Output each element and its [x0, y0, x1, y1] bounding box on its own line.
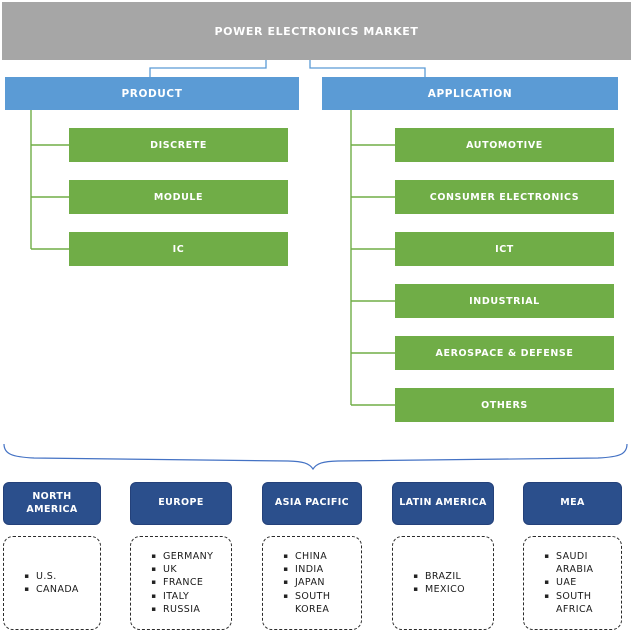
list-item: ▪ U.S. — [18, 570, 96, 583]
region-latin-america: LATIN AMERICA — [392, 482, 494, 525]
leaf-ic: IC — [69, 232, 288, 266]
leaf-aerospace-defense: AEROSPACE & DEFENSE — [395, 336, 614, 370]
country-label: FRANCE — [163, 577, 204, 589]
square-bullet-icon: ▪ — [283, 565, 289, 574]
country-list-europe: ▪ GERMANY ▪ UK ▪ FRANCE ▪ ITALY ▪ RUSSIA — [130, 536, 232, 630]
region-label: LATIN AMERICA — [399, 497, 487, 509]
list-item: ▪ ITALY — [145, 590, 227, 603]
square-bullet-icon: ▪ — [544, 551, 550, 560]
country-label: SOUTH KOREA — [295, 590, 331, 615]
branch-application: APPLICATION — [322, 77, 618, 110]
region-label: MEA — [560, 497, 585, 509]
diagram-title: POWER ELECTRONICS MARKET — [214, 24, 419, 38]
list-item: ▪ CHINA — [277, 550, 357, 563]
leaf-label: DISCRETE — [150, 139, 207, 151]
leaf-label: IC — [172, 243, 185, 255]
country-label: JAPAN — [295, 577, 325, 589]
root-to-product-connector — [149, 60, 267, 77]
country-label: ITALY — [163, 590, 190, 602]
list-item: ▪ UAE — [538, 576, 617, 589]
country-label: U.S. — [36, 570, 57, 582]
country-list-asia-pacific: ▪ CHINA ▪ INDIA ▪ JAPAN ▪ SOUTH KOREA — [262, 536, 362, 630]
country-label: RUSSIA — [163, 603, 201, 615]
regions-brace-icon — [3, 443, 628, 471]
leaf-label: AEROSPACE & DEFENSE — [435, 347, 574, 359]
square-bullet-icon: ▪ — [283, 578, 289, 587]
country-list-mea: ▪ SAUDI ARABIA ▪ UAE ▪ SOUTH AFRICA — [523, 536, 622, 630]
square-bullet-icon: ▪ — [151, 578, 157, 587]
leaf-others: OTHERS — [395, 388, 614, 422]
country-label: SAUDI ARABIA — [556, 550, 594, 576]
region-label: EUROPE — [158, 497, 204, 509]
leaf-label: INDUSTRIAL — [469, 295, 540, 307]
square-bullet-icon: ▪ — [283, 551, 289, 560]
square-bullet-icon: ▪ — [413, 571, 419, 580]
square-bullet-icon: ▪ — [283, 591, 289, 600]
square-bullet-icon: ▪ — [24, 585, 30, 593]
country-list-north-america: ▪ U.S. ▪ CANADA — [3, 536, 101, 630]
list-item: ▪ JAPAN — [277, 576, 357, 589]
leaf-label: ICT — [495, 243, 514, 255]
region-north-america: NORTH AMERICA — [3, 482, 101, 525]
country-list-latin-america: ▪ BRAZIL ▪ MEXICO — [392, 536, 494, 630]
leaf-label: AUTOMOTIVE — [466, 139, 543, 151]
region-europe: EUROPE — [130, 482, 232, 525]
country-label: CHINA — [295, 550, 328, 562]
square-bullet-icon: ▪ — [151, 565, 157, 574]
leaf-industrial: INDUSTRIAL — [395, 284, 614, 318]
root-to-application-connector — [309, 60, 426, 77]
root-title-box: POWER ELECTRONICS MARKET — [2, 2, 631, 60]
list-item: ▪ CANADA — [18, 583, 96, 596]
country-label: UK — [163, 564, 177, 576]
list-item: ▪ SOUTH KOREA — [277, 590, 357, 617]
square-bullet-icon: ▪ — [544, 578, 550, 587]
square-bullet-icon: ▪ — [544, 591, 550, 600]
country-label: BRAZIL — [425, 570, 462, 582]
leaf-label: OTHERS — [481, 399, 528, 411]
leaf-label: MODULE — [153, 191, 204, 203]
list-item: ▪ FRANCE — [145, 576, 227, 589]
branch-application-label: APPLICATION — [427, 87, 513, 100]
application-tree-connector — [350, 110, 395, 406]
leaf-label: CONSUMER ELECTRONICS — [429, 191, 580, 203]
list-item: ▪ RUSSIA — [145, 603, 227, 616]
country-label: MEXICO — [425, 584, 466, 595]
list-item: ▪ MEXICO — [407, 583, 489, 596]
list-item: ▪ UK — [145, 563, 227, 576]
list-item: ▪ SAUDI ARABIA — [538, 550, 617, 577]
country-label: GERMANY — [163, 550, 214, 562]
region-label: ASIA PACIFIC — [274, 497, 350, 509]
leaf-ict: ICT — [395, 232, 614, 266]
list-item: ▪ INDIA — [277, 563, 357, 576]
list-item: ▪ BRAZIL — [407, 570, 489, 583]
list-item: ▪ GERMANY — [145, 550, 227, 563]
region-label: NORTH AMERICA — [26, 491, 78, 515]
square-bullet-icon: ▪ — [151, 604, 157, 613]
square-bullet-icon: ▪ — [24, 571, 30, 580]
square-bullet-icon: ▪ — [413, 585, 419, 593]
square-bullet-icon: ▪ — [151, 551, 157, 560]
region-mea: MEA — [523, 482, 622, 525]
leaf-consumer-electronics: CONSUMER ELECTRONICS — [395, 180, 614, 214]
branch-product-label: PRODUCT — [121, 87, 183, 100]
square-bullet-icon: ▪ — [151, 591, 157, 600]
leaf-module: MODULE — [69, 180, 288, 214]
country-label: UAE — [556, 577, 577, 589]
country-label: SOUTH AFRICA — [556, 590, 593, 615]
list-item: ▪ SOUTH AFRICA — [538, 590, 617, 617]
region-asia-pacific: ASIA PACIFIC — [262, 482, 362, 525]
branch-product: PRODUCT — [5, 77, 299, 110]
country-label: CANADA — [36, 584, 79, 595]
country-label: INDIA — [295, 564, 324, 576]
product-tree-connector — [30, 110, 69, 250]
leaf-automotive: AUTOMOTIVE — [395, 128, 614, 162]
leaf-discrete: DISCRETE — [69, 128, 288, 162]
